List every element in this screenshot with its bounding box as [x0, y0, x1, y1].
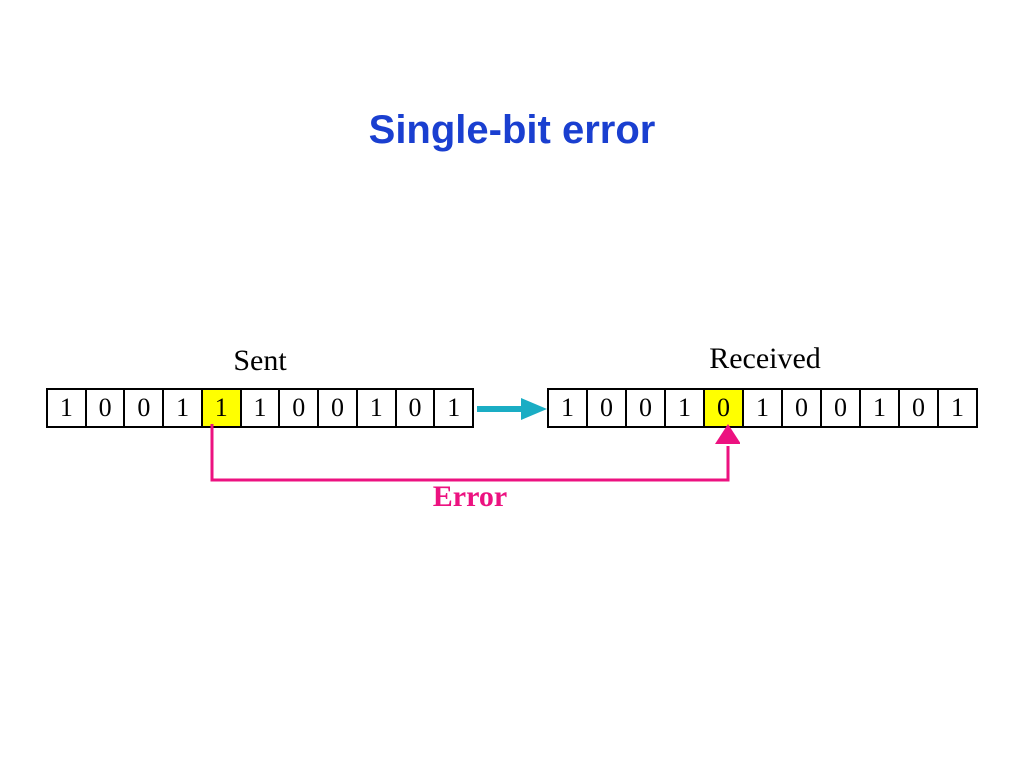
received-bit-4: 1: [666, 390, 705, 426]
transmit-arrow-head: [521, 398, 547, 420]
received-bit-1: 1: [549, 390, 588, 426]
sent-bit-1: 1: [48, 390, 87, 426]
sent-bit-9: 1: [357, 390, 397, 426]
sent-bit-4: 1: [164, 390, 203, 426]
received-bit-8: 0: [822, 390, 861, 426]
received-bit-2: 0: [588, 390, 627, 426]
error-label: Error: [432, 480, 508, 513]
error-connector-line: [210, 424, 730, 482]
transmission-right-arrow-icon: [477, 398, 547, 420]
received-bit-7: 0: [783, 390, 822, 426]
received-bit-11: 1: [939, 390, 976, 426]
sent-bit-5: 1: [202, 390, 242, 426]
sent-bit-2: 0: [86, 390, 126, 426]
sent-bit-7: 0: [280, 390, 320, 426]
sent-bit-3: 0: [125, 390, 165, 426]
sent-caption: Sent: [233, 344, 287, 377]
received-bit-10: 0: [900, 390, 939, 426]
received-bit-3: 0: [627, 390, 666, 426]
received-bit-9: 1: [861, 390, 900, 426]
sent-bit-8: 0: [319, 390, 358, 426]
sent-bit-11: 1: [435, 390, 473, 426]
error-connector-path: [210, 424, 740, 482]
sent-bit-10: 0: [396, 390, 436, 426]
received-bit-6: 1: [744, 390, 783, 426]
received-caption: Received: [709, 342, 821, 375]
error-arrow-head-icon: [715, 424, 740, 444]
sent-bit-6: 1: [241, 390, 281, 426]
page-title: Single-bit error: [368, 108, 656, 152]
received-bit-5: 0: [705, 390, 744, 426]
